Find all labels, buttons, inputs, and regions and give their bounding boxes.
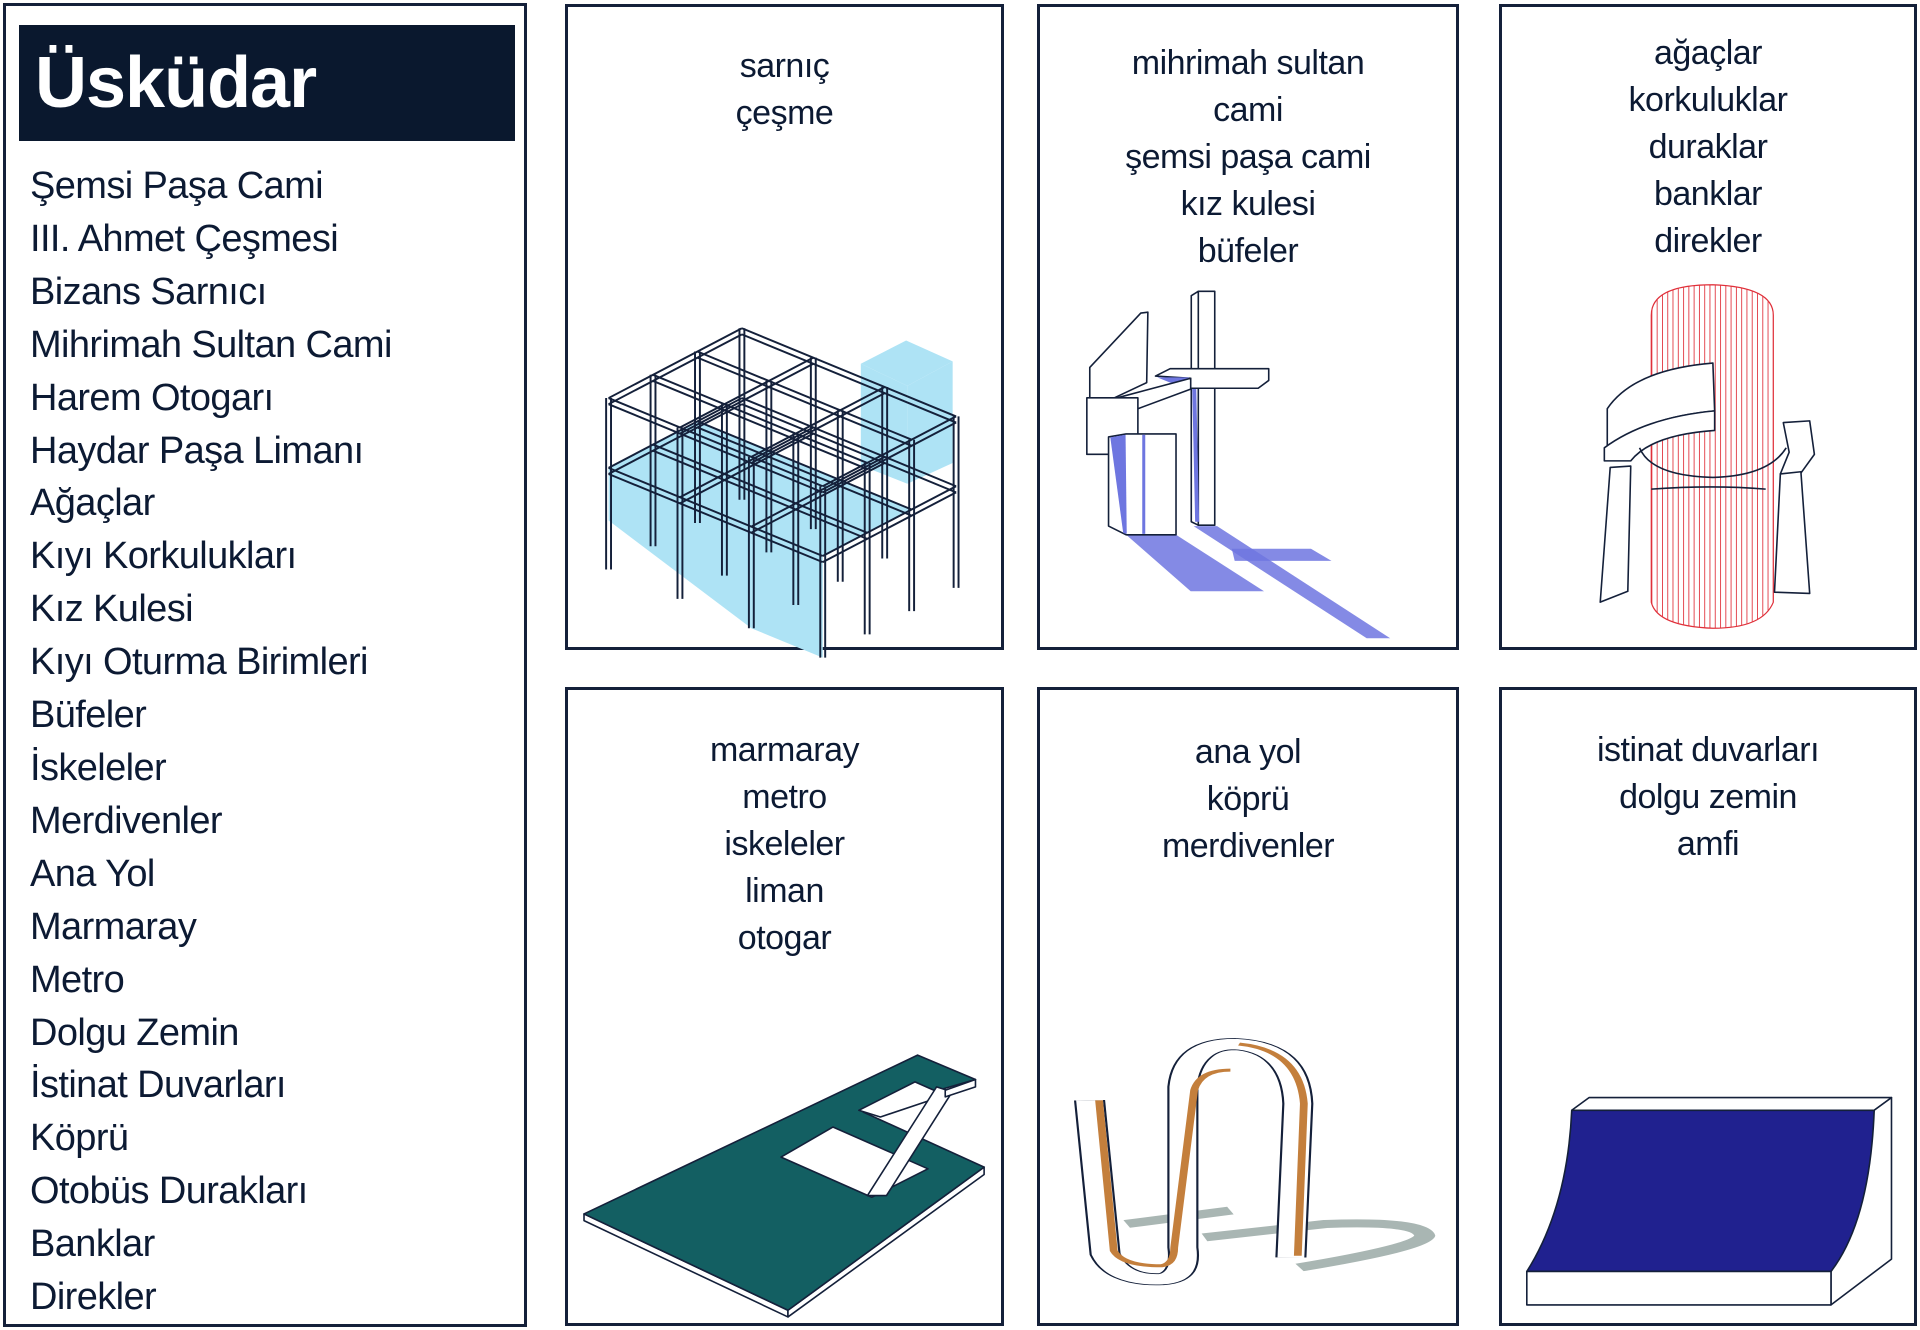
card-label-line: direkler	[1654, 222, 1762, 260]
legend-item: Kıyı Oturma Birimleri	[30, 641, 368, 684]
card-label-line: metro	[742, 778, 827, 816]
card-labels: sarnıç çeşme	[568, 43, 1001, 137]
card-label-line: çeşme	[735, 94, 834, 132]
card-label-line: kız kulesi	[1180, 185, 1316, 223]
legend-item: Haydar Paşa Limanı	[30, 429, 364, 472]
legend-item: İstinat Duvarları	[30, 1064, 287, 1107]
legend-item: Bizans Sarnıcı	[30, 270, 267, 313]
card-label-line: korkuluklar	[1628, 81, 1788, 119]
card-label-line: dolgu zemin	[1619, 778, 1797, 816]
retaining-wall-drawing	[1527, 1098, 1892, 1305]
card-label-line: köprü	[1206, 780, 1290, 818]
card-labels: mihrimah sultan cami şemsi paşa cami kız ku…	[1040, 40, 1456, 275]
card-label-line: mihrimah sultan	[1131, 44, 1365, 82]
legend-item: Kıyı Korkulukları	[30, 535, 297, 578]
legend-item: Köprü	[30, 1117, 129, 1160]
card-label-line: cami	[1213, 91, 1283, 129]
legend-item: Merdivenler	[30, 799, 223, 842]
card-label-line: ağaçlar	[1653, 34, 1763, 72]
tree-bench-drawing	[1600, 285, 1814, 628]
card-mosques-kiosks: mihrimah sultan cami şemsi paşa cami kız ku…	[1037, 4, 1459, 650]
card-label-line: merdivenler	[1161, 827, 1335, 865]
legend-item: Dolgu Zemin	[30, 1011, 239, 1054]
legend-item: Harem Otogarı	[30, 376, 274, 419]
card-labels: marmaray metro iskeleler liman otogar	[568, 727, 1001, 962]
legend-item: Büfeler	[30, 694, 147, 737]
card-label-line: liman	[745, 872, 824, 910]
legend-item: Kız Kulesi	[30, 588, 194, 631]
legend-item: Ağaçlar	[30, 482, 155, 525]
transport-slab-drawing	[584, 1055, 984, 1317]
card-labels: ana yol köprü merdivenler	[1040, 729, 1456, 870]
legend-item: Marmaray	[30, 905, 197, 948]
card-label-line: ana yol	[1194, 733, 1302, 771]
top-drawings	[1000, 0, 1920, 639]
card-label-line: duraklar	[1648, 128, 1768, 166]
legend-item: İskeleler	[30, 746, 167, 789]
card-label-line: banklar	[1653, 175, 1763, 213]
legend-item: Otobüs Durakları	[30, 1170, 308, 1213]
card-labels: ağaçlar korkuluklar duraklar banklar direkle…	[1502, 30, 1914, 265]
bottom-drawings	[565, 1038, 1920, 1330]
page-title: Üsküdar	[19, 25, 515, 141]
mosque-structure-drawing	[1087, 291, 1391, 639]
legend-item: Banklar	[30, 1223, 155, 1266]
card-label-line: amfi	[1676, 825, 1740, 863]
legend-item: Şemsi Paşa Cami	[30, 165, 324, 207]
legend-item: Mihrimah Sultan Cami	[30, 323, 392, 366]
legend-item: Direkler	[30, 1276, 157, 1319]
card-label-line: iskeleler	[724, 825, 845, 863]
road-bridge-drawing	[1074, 1038, 1436, 1286]
card-label-line: istinat duvarları	[1596, 731, 1820, 769]
card-label-line: sarnıç	[739, 47, 830, 85]
legend-item: Metro	[30, 958, 125, 1001]
legend-item: III. Ahmet Çeşmesi	[30, 217, 339, 260]
card-cistern-fountain: sarnıç çeşme	[565, 4, 1004, 650]
card-label-line: marmaray	[709, 731, 860, 769]
legend-item: Ana Yol	[30, 852, 155, 895]
card-label-line: büfeler	[1197, 232, 1299, 270]
card-label-line: şemsi paşa cami	[1125, 138, 1371, 176]
card-label-line: otogar	[737, 919, 832, 957]
card-labels: istinat duvarları dolgu zemin amfi	[1502, 727, 1914, 868]
